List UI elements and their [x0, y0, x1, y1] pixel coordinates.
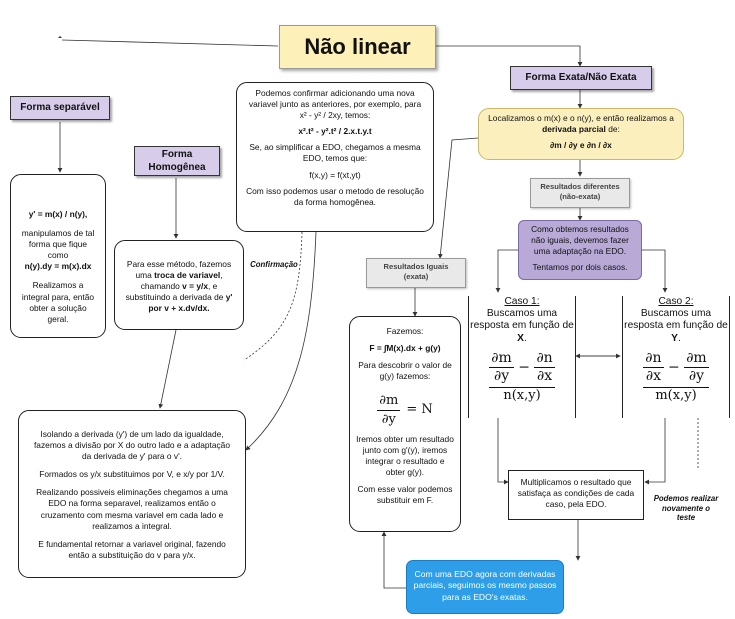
- derivadas-parciais-box: Com uma EDO agora com derivadas parciais…: [406, 560, 564, 614]
- homogenea-box: Para esse método, fazemos uma troca de v…: [114, 240, 244, 330]
- case2-box: Caso 2: Buscamos uma resposta em função …: [622, 296, 730, 418]
- case1-formula: ∂m ∂y − ∂n ∂x n(x,y): [489, 349, 555, 403]
- resultados-iguais-label: Resultados Iguais (exata): [366, 258, 466, 288]
- dm-dy-equation: ∂m ∂y = N: [377, 393, 433, 427]
- page-title: Não linear: [304, 34, 411, 59]
- resultados-diferentes-label: Resultados diferentes (não-exata): [530, 178, 630, 208]
- fazemos-box: Fazemos: F = ∫M(x).dx + g(y) Para descob…: [349, 316, 461, 532]
- homogenea-heading: Forma Homogênea: [134, 146, 220, 176]
- separavel-heading: Forma separável: [10, 96, 110, 120]
- title-box: Não linear: [279, 25, 436, 69]
- realizar-teste-note: Podemos realizar novamente o teste: [653, 494, 719, 523]
- adaptacao-box: Como obtemos resultados não iguais, deve…: [518, 220, 642, 280]
- case2-formula: ∂n ∂x − ∂m ∂y m(x,y): [643, 349, 709, 403]
- derivada-parcial-box: Localizamos o m(x) e o n(y), e então rea…: [478, 108, 684, 160]
- confirmacao-label: Confirmação: [250, 260, 298, 269]
- exata-heading: Forma Exata/Não Exata: [510, 66, 652, 90]
- confirmacao-box: Podemos confirmar adicionando uma nova v…: [236, 82, 434, 232]
- isolando-box: Isolando a derivada (y') de um lado da i…: [18, 410, 246, 578]
- multiplicamos-box: Multiplicamos o resultado que satisfaça …: [508, 470, 644, 520]
- case1-box: Caso 1: Buscamos uma resposta em função …: [468, 296, 576, 418]
- separavel-formula: y' = m(x) / n(y),: [28, 209, 88, 219]
- separavel-box: y' = m(x) / n(y), manipulamos de tal for…: [10, 174, 106, 338]
